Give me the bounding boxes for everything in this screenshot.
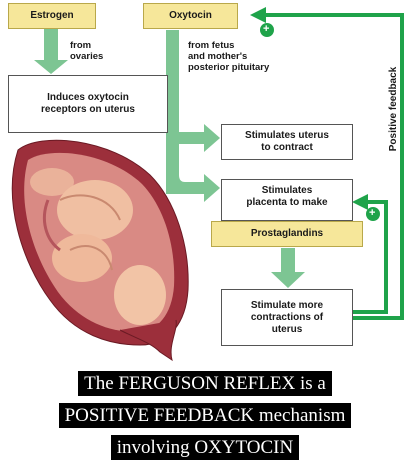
arrow-prostaglandins-to-contractions (271, 248, 305, 288)
from-fetus-line-1: from fetus (188, 40, 235, 51)
caption-line-3: involving OXYTOCIN (110, 435, 300, 460)
plus-sign-inner: + (369, 207, 376, 219)
from-fetus-note: from fetus and mother's posterior pituit… (188, 40, 269, 73)
caption-line-1: The FERGUSON REFLEX is a (78, 371, 332, 396)
plus-circle-outer (260, 23, 274, 37)
fetus-in-uterus-illustration (11, 139, 189, 362)
plus-sign-outer: + (263, 23, 270, 35)
stimulate-more-contractions-box: Stimulate more contractions of uterus (221, 289, 353, 346)
positive-feedback-label: Positive feedback (388, 66, 399, 152)
caption-line-2: POSITIVE FEEDBACK mechanism (58, 403, 352, 428)
feedback-loop-outer (262, 13, 404, 320)
oxytocin-box: Oxytocin (143, 3, 238, 29)
caption-line-1-wrap: The FERGUSON REFLEX is a (0, 371, 410, 396)
induces-receptors-box: Induces oxytocin receptors on uterus (8, 75, 168, 133)
estrogen-box: Estrogen (8, 3, 96, 29)
stimulates-uterus-box: Stimulates uterus to contract (221, 124, 353, 160)
stimulates-placenta-box: Stimulates placenta to make (221, 179, 353, 221)
prostaglandins-box: Prostaglandins (211, 221, 363, 247)
caption-line-3-wrap: involving OXYTOCIN (0, 435, 410, 460)
from-fetus-line-3: posterior pituitary (188, 62, 270, 73)
feedback-loop-inner (353, 200, 388, 314)
from-ovaries-line-2: ovaries (70, 51, 104, 62)
from-ovaries-line-1: from (70, 40, 92, 51)
arrow-oxytocin-branches (166, 30, 220, 202)
arrow-estrogen-to-induces (34, 28, 68, 74)
caption-line-2-wrap: POSITIVE FEEDBACK mechanism (0, 403, 410, 428)
plus-circle-inner (366, 207, 380, 221)
from-fetus-line-2: and mother's (188, 51, 248, 62)
from-ovaries-note: from ovaries (70, 40, 103, 62)
